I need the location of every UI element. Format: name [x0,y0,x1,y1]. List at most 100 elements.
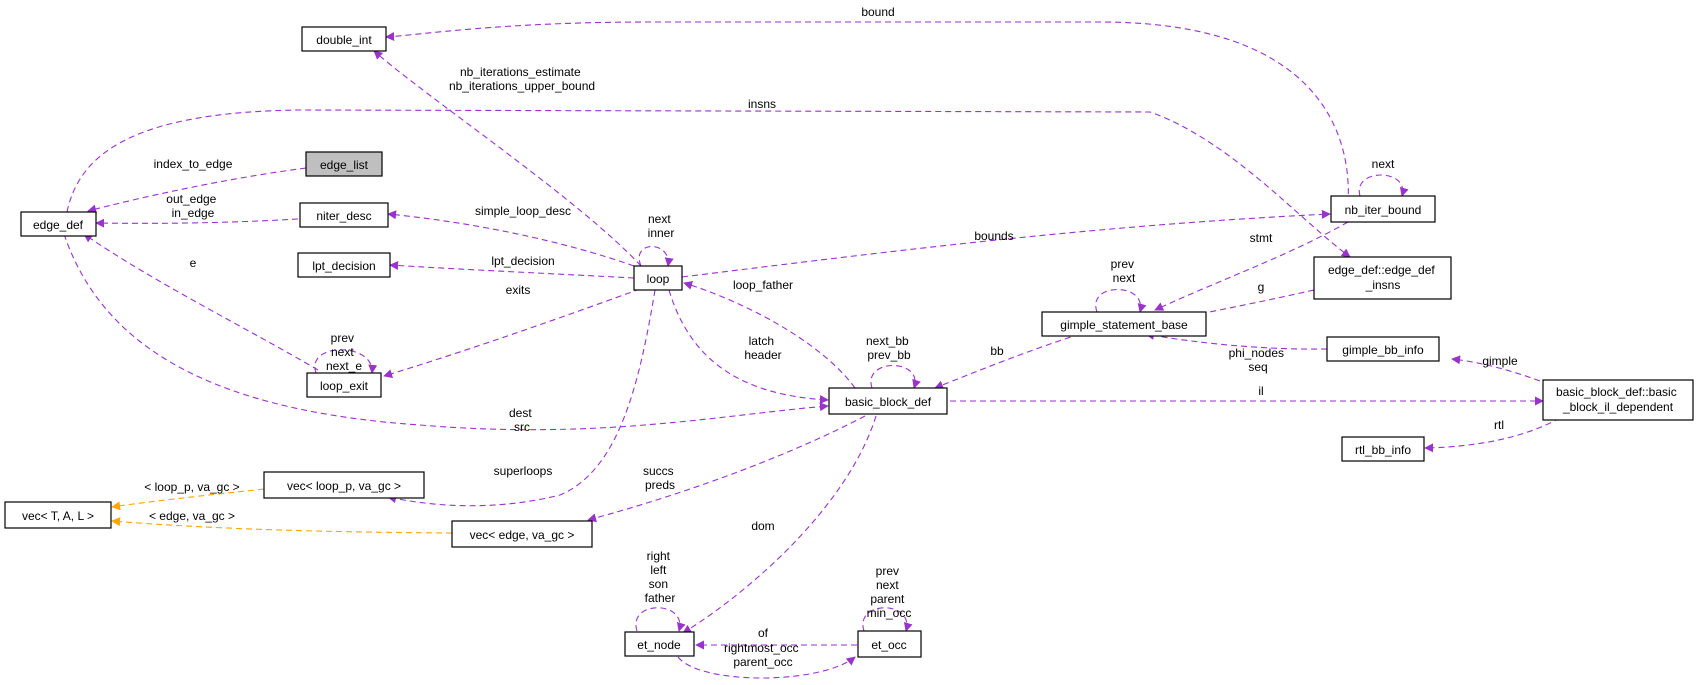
edge-label-et-node-self-line-2: left [650,563,667,577]
edge-basic-block-self: next_bb prev_bb [866,334,921,389]
edge-il: il [950,384,1544,406]
node-et-occ[interactable]: et_occ [857,630,922,658]
edge-label-superloops-line: superloops [494,464,553,478]
edge-label-rightmost-parent-occ: rightmost_occ parent_occ [724,641,802,669]
edge-bb: bb [934,333,1081,390]
edge-label-phi-seq: phi_nodes seq [1229,346,1288,374]
edge-simple-loop-desc: simple_loop_desc [387,204,635,267]
edge-label-dom-line: dom [751,519,774,533]
edge-label-e: e [190,256,197,270]
edge-label-loop-exit-self-line-1: prev [331,331,354,345]
edge-label-out-in-edge-line-2: in_edge [172,206,215,220]
edge-bounds: bounds [681,209,1331,278]
node-gimple-bb-info-label: gimple_bb_info [1342,343,1424,357]
node-nb-iter-bound-label: nb_iter_bound [1345,203,1422,217]
edge-label-loop-self-line-2: inner [648,226,675,240]
edge-label-stmt-line: stmt [1250,231,1273,245]
node-lpt-decision[interactable]: lpt_decision [297,252,391,278]
edge-superloops: superloops [387,289,656,507]
edge-label-succs-preds: succs preds [643,464,677,492]
edge-label-nb-iterations: nb_iterations_estimate nb_iterations_upp… [449,65,595,93]
node-edge-def-insns[interactable]: edge_def::edge_def _insns [1313,256,1452,300]
edge-label-bb: bb [990,344,1004,358]
edge-template-loop-p: < loop_p, va_gc > [111,480,265,511]
edge-et-node-self: right left son father [635,549,686,632]
edge-label-et-node-self-line-3: son [649,577,668,591]
edge-label-dest-src-line-1: dest [509,406,532,420]
edge-label-rtl: rtl [1494,418,1504,432]
edge-label-insns-line: insns [748,97,776,111]
edge-label-template-edge: < edge, va_gc > [149,509,235,523]
edge-loop-exit-self: prev next next_e [314,331,378,374]
edge-nb-iter-bound-self: next [1358,157,1409,197]
edge-e: e [83,233,319,371]
node-double-int[interactable]: double_int [301,26,387,52]
edge-label-gimple-line: gimple [1482,354,1518,368]
node-gimple-bb-info[interactable]: gimple_bb_info [1326,336,1440,362]
edge-label-il: il [1258,384,1263,398]
node-lpt-decision-label: lpt_decision [312,259,375,273]
node-bb-il-dependent[interactable]: basic_block_def::basic _block_il_depende… [1542,379,1694,421]
edge-label-gimple-self: prev next [1111,257,1138,285]
edge-label-stmt: stmt [1250,231,1273,245]
node-edge-def-insns-label-line-2: _insns [1365,278,1401,292]
edge-label-succs-preds-line-1: succs [643,464,674,478]
edge-index-to-edge: index_to_edge [87,157,307,214]
node-loop[interactable]: loop [633,265,683,291]
node-double-int-label: double_int [316,33,372,47]
node-bb-il-dependent-label-line-1: basic_block_def::basic [1556,385,1677,399]
edge-rightmost-parent-occ: rightmost_occ parent_occ [677,641,856,679]
edge-label-nb-iter-bound-self: next [1372,157,1395,171]
edge-label-g-line: g [1258,280,1265,294]
edge-label-phi-seq-line-1: phi_nodes [1229,346,1284,360]
node-gimple-statement-base[interactable]: gimple_statement_base [1041,311,1207,337]
node-vec-t-a-l-label: vec< T, A, L > [22,509,94,523]
edge-label-gimple-self-line-1: prev [1111,257,1134,271]
node-loop-exit[interactable]: loop_exit [306,372,382,398]
edge-label-g: g [1258,280,1265,294]
node-nb-iter-bound[interactable]: nb_iter_bound [1330,195,1436,223]
edge-loop-self: next inner [638,212,675,267]
node-basic-block-def-label: basic_block_def [845,395,932,409]
node-basic-block-def[interactable]: basic_block_def [828,387,948,415]
edge-out-in-edge: out_edge in_edge [95,192,299,228]
edge-label-template-edge-line: < edge, va_gc > [149,509,235,523]
node-edge-def[interactable]: edge_def [20,211,97,237]
node-vec-t-a-l[interactable]: vec< T, A, L > [4,501,112,529]
edge-nb-iterations: nb_iterations_estimate nb_iterations_upp… [373,50,642,267]
edge-label-et-occ-self-line-3: parent [870,592,905,606]
edge-label-template-loop-p-line: < loop_p, va_gc > [144,480,239,494]
edge-lpt-decision: lpt_decision [389,254,635,279]
edge-label-phi-seq-line-2: seq [1248,360,1267,374]
edge-label-il-line: il [1258,384,1263,398]
node-niter-desc[interactable]: niter_desc [299,202,389,228]
edge-g: g [1173,280,1315,322]
node-edge-def-insns-label-line-1: edge_def::edge_def [1328,263,1435,277]
edge-of: of [695,626,857,650]
edge-label-of-line: of [758,626,769,640]
edge-label-et-node-self-line-1: right [647,549,671,563]
node-vec-loop-p[interactable]: vec< loop_p, va_gc > [263,471,425,499]
node-edge-list[interactable]: edge_list [305,151,383,177]
edge-label-exits: exits [506,283,531,297]
edge-label-dest-src-line-2: src [514,420,530,434]
edge-label-loop-self-line-1: next [648,212,671,226]
node-bb-il-dependent-label-line-2: _block_il_dependent [1562,400,1674,414]
edge-label-latch-header-line-1: latch [749,334,774,348]
node-vec-loop-p-label: vec< loop_p, va_gc > [287,479,401,493]
node-rtl-bb-info[interactable]: rtl_bb_info [1341,436,1425,462]
edge-label-simple-loop-desc-line: simple_loop_desc [475,204,571,218]
edge-label-et-node-self-line-4: father [645,591,676,605]
edge-label-gimple-self-line-2: next [1113,271,1136,285]
node-et-node[interactable]: et_node [624,631,695,657]
edge-bound: bound [385,5,1349,205]
node-vec-edge[interactable]: vec< edge, va_gc > [451,520,593,548]
edge-label-nb-iterations-line-1: nb_iterations_estimate [460,65,581,79]
edge-template-edge: < edge, va_gc > [111,509,453,534]
edge-dom: dom [682,415,877,634]
edge-label-lpt-decision-line: lpt_decision [491,254,554,268]
edge-insns: insns [66,97,1351,258]
node-et-node-label: et_node [637,638,681,652]
edge-dest-src: dest src [63,233,829,434]
